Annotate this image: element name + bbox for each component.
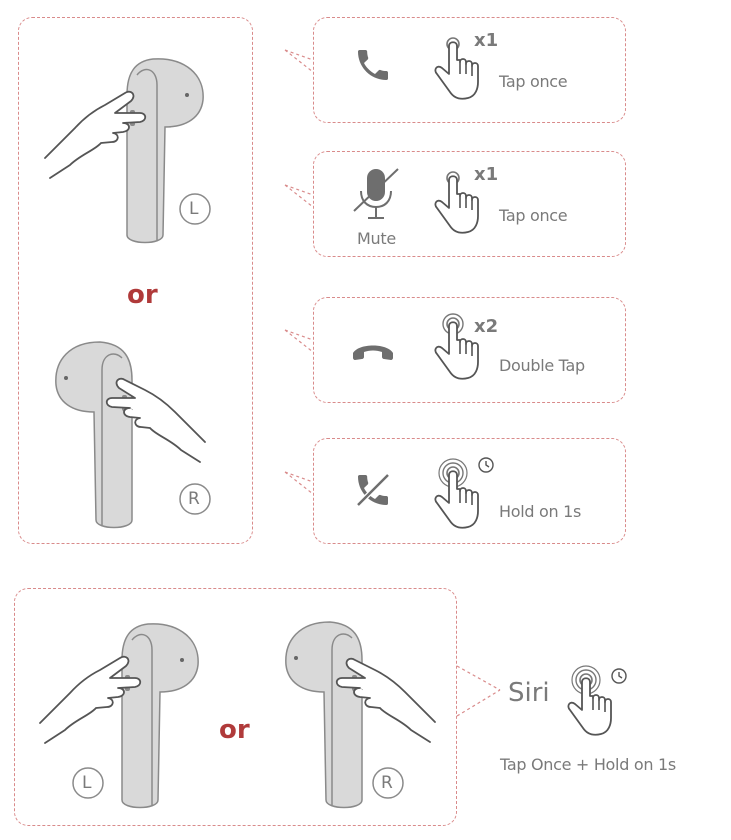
gesture-label: Tap once [499, 72, 568, 91]
hang-up-icon [353, 345, 393, 360]
or-label-top: or [127, 280, 158, 310]
siri-label: Siri [508, 678, 550, 708]
phone-icon [358, 50, 388, 80]
tap-multiplier: x1 [474, 164, 499, 185]
hold-gesture-icon [567, 665, 627, 736]
or-label-bottom: or [219, 715, 250, 745]
tap-multiplier: x2 [474, 316, 499, 337]
gesture-label: Hold on 1s [499, 502, 582, 521]
siri-gesture-label: Tap Once + Hold on 1s [500, 755, 676, 774]
hold-gesture-icon [434, 457, 494, 529]
left-badge [179, 193, 211, 225]
action-box-answer [313, 17, 626, 123]
tap-multiplier: x1 [474, 30, 499, 51]
bottom-connector-lines [456, 665, 501, 717]
mute-microphone-icon [353, 168, 399, 219]
right-badge [179, 483, 211, 515]
left-earbud-illustration [44, 58, 204, 244]
earbud-panel-top [18, 17, 253, 544]
gesture-label: Tap once [499, 206, 568, 225]
left-badge-label: L [189, 199, 199, 219]
left-badge [72, 767, 104, 799]
gesture-label: Double Tap [499, 356, 585, 375]
right-earbud-illustration [285, 621, 436, 809]
action-box-hangup [313, 297, 626, 403]
right-badge [372, 767, 404, 799]
action-box-mute [313, 151, 626, 257]
left-badge-label: L [82, 773, 92, 793]
right-earbud-illustration [55, 341, 206, 529]
left-earbud-illustration [39, 623, 199, 809]
action-box-reject [313, 438, 626, 544]
earbud-panel-bottom [14, 588, 457, 826]
right-badge-label: R [188, 489, 200, 509]
double-tap-gesture-icon [434, 313, 479, 380]
right-badge-label: R [381, 773, 393, 793]
mute-label: Mute [357, 229, 396, 248]
tap-gesture-icon [434, 37, 479, 100]
tap-gesture-icon [434, 171, 479, 234]
reject-call-icon [356, 473, 390, 507]
connector-lines [284, 49, 314, 495]
